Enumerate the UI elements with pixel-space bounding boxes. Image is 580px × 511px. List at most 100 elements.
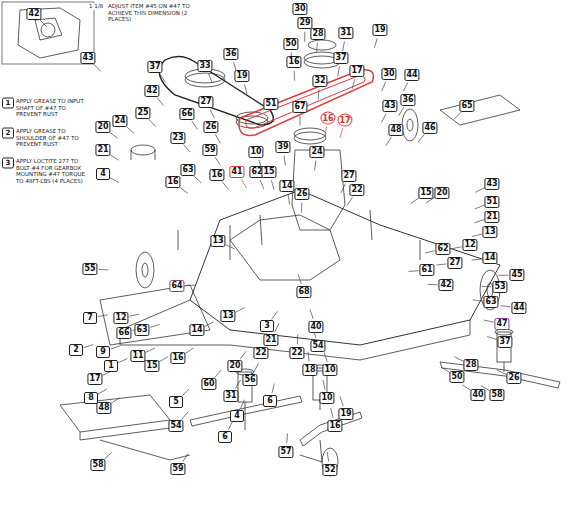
callout-number: 16 [170,352,185,364]
leader-line [323,380,325,390]
callout-number: 2 [69,344,83,356]
note-number: 2 [2,128,14,139]
dimension-text: 1 1/8 [89,3,103,10]
callout-number: 26 [294,188,309,200]
leader-line [149,119,156,126]
leader-line [294,71,295,81]
leader-line [352,79,355,89]
callout-number: 7 [83,312,97,324]
leader-line [381,114,386,123]
callout-number: 19 [338,408,353,420]
leader-line [340,128,343,138]
leader-line [288,194,289,204]
callout-number: 63 [483,296,498,308]
leader-line [118,359,127,363]
callout-number: 20 [434,187,449,199]
leader-line [481,286,491,287]
callout-number: 37 [147,61,162,73]
callout-number: 20 [95,121,110,133]
callout-number: 13 [210,235,225,247]
leader-line [84,345,94,348]
callout-number: 21 [95,144,110,156]
note-text: APPLY LOCTITE 277 TO BOLT #4 FOR GEARBOX… [16,158,92,184]
callout-number: 4 [230,410,244,422]
callout-number: 10 [322,364,337,376]
leader-line [374,38,377,48]
callout-number: 22 [289,347,304,359]
leader-line [338,66,340,76]
callout-number: 41 [229,166,244,178]
callout-number: 12 [113,312,128,324]
leader-line [437,264,447,265]
leader-line [300,116,301,126]
callout-number: 28 [463,359,478,371]
callout-number: 28 [310,28,325,40]
callout-number: 36 [400,94,415,106]
callout-number: 37 [333,52,348,64]
callout-number: 27 [198,96,213,108]
leader-line [111,398,119,403]
leader-line [318,90,320,100]
callout-number: 40 [308,321,323,333]
callout-number: 51 [263,98,278,110]
leader-line [398,107,403,116]
leader-line [497,370,506,374]
leader-line [182,412,188,420]
callout-number: 61 [419,264,434,276]
leader-line [129,314,139,316]
callout-number: 42 [438,279,453,291]
leader-line [104,452,111,459]
callout-number: 23 [170,132,185,144]
callout-number: 31 [223,390,238,402]
leader-line [226,245,235,249]
leader-line [411,198,419,204]
callout-number: 68 [296,286,311,298]
callout-number: 66 [116,327,131,339]
callout-number: 17 [87,373,102,385]
leader-line [501,306,511,307]
callout-number: 46 [422,122,437,134]
callout-number: 15 [418,187,433,199]
callout-number: 54 [310,340,325,352]
callout-number: 55 [82,263,97,275]
leader-line [182,389,189,396]
leader-line [298,274,301,283]
callout-number: 6 [263,395,277,407]
leader-line [192,121,198,129]
leader-line [325,126,327,136]
leader-line [260,180,264,189]
callout-number: 50 [283,38,298,50]
callout-number: 56 [242,374,257,386]
leader-line [308,352,309,362]
callout-number: 64 [169,280,184,292]
callout-number: 51 [484,196,499,208]
leader-line [441,367,450,372]
leader-line [475,205,484,209]
leader-line [185,348,193,353]
leader-line [272,112,274,122]
callout-number: 63 [134,324,149,336]
callout-number: 32 [312,75,327,87]
note-number: 1 [2,98,14,109]
leader-line [425,251,435,253]
callout-number: 24 [112,115,127,127]
callout-number: 4 [96,168,110,180]
callout-number: 13 [482,226,497,238]
leader-line [272,311,278,319]
leader-line [452,247,462,249]
callout-number: 25 [135,107,150,119]
leader-line [472,234,482,236]
leader-line [126,127,133,134]
leader-line [271,180,274,190]
leader-line [180,187,188,193]
leader-line [275,323,279,332]
callout-number: 17 [337,114,352,127]
leader-line [215,157,221,165]
leader-line [110,132,118,138]
callout-number: 50 [449,371,464,383]
leader-line [205,322,214,326]
leader-line [184,145,191,153]
callout-number: 43 [382,100,397,112]
leader-line [99,269,109,271]
